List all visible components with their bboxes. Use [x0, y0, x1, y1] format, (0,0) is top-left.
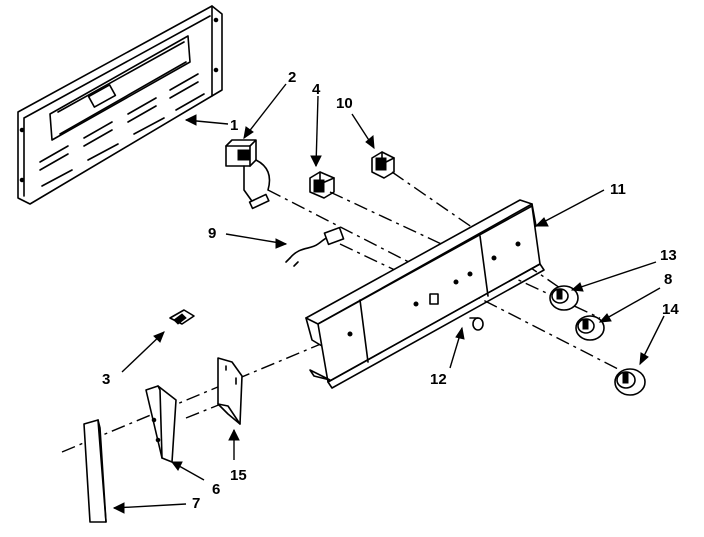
part-1-back-panel [17, 5, 223, 205]
callout-4: 4 [312, 81, 321, 98]
callout-12: 12 [430, 371, 447, 388]
part-15-bracket [217, 357, 243, 425]
part-14-knob [614, 368, 646, 396]
part-13-knob [549, 285, 579, 311]
callout-14: 14 [662, 301, 679, 318]
part-12-screw [469, 317, 484, 331]
part-9-wire-harness [285, 226, 345, 267]
part-3-clip [169, 309, 195, 325]
callout-9: 9 [208, 225, 216, 242]
callout-11: 11 [610, 181, 626, 198]
part-11-control-panel [305, 199, 545, 389]
callout-labels: 1 2 3 4 6 7 8 9 10 11 12 13 14 15 [102, 69, 679, 512]
leader-arrows [112, 114, 649, 514]
part-2-switch [225, 139, 271, 210]
part-7-end-cap [83, 419, 107, 523]
callout-2: 2 [288, 69, 296, 86]
part-4-switch [309, 171, 335, 199]
callout-7: 7 [192, 495, 200, 512]
callout-13: 13 [660, 247, 677, 264]
callout-8: 8 [664, 271, 672, 288]
callout-3: 3 [102, 371, 110, 388]
callout-15: 15 [230, 467, 247, 484]
callout-6: 6 [212, 481, 220, 498]
callout-1: 1 [230, 117, 238, 134]
part-8-knob [575, 315, 605, 341]
part-6-bracket [145, 385, 177, 463]
callout-10: 10 [336, 95, 353, 112]
part-10-switch [371, 151, 395, 179]
